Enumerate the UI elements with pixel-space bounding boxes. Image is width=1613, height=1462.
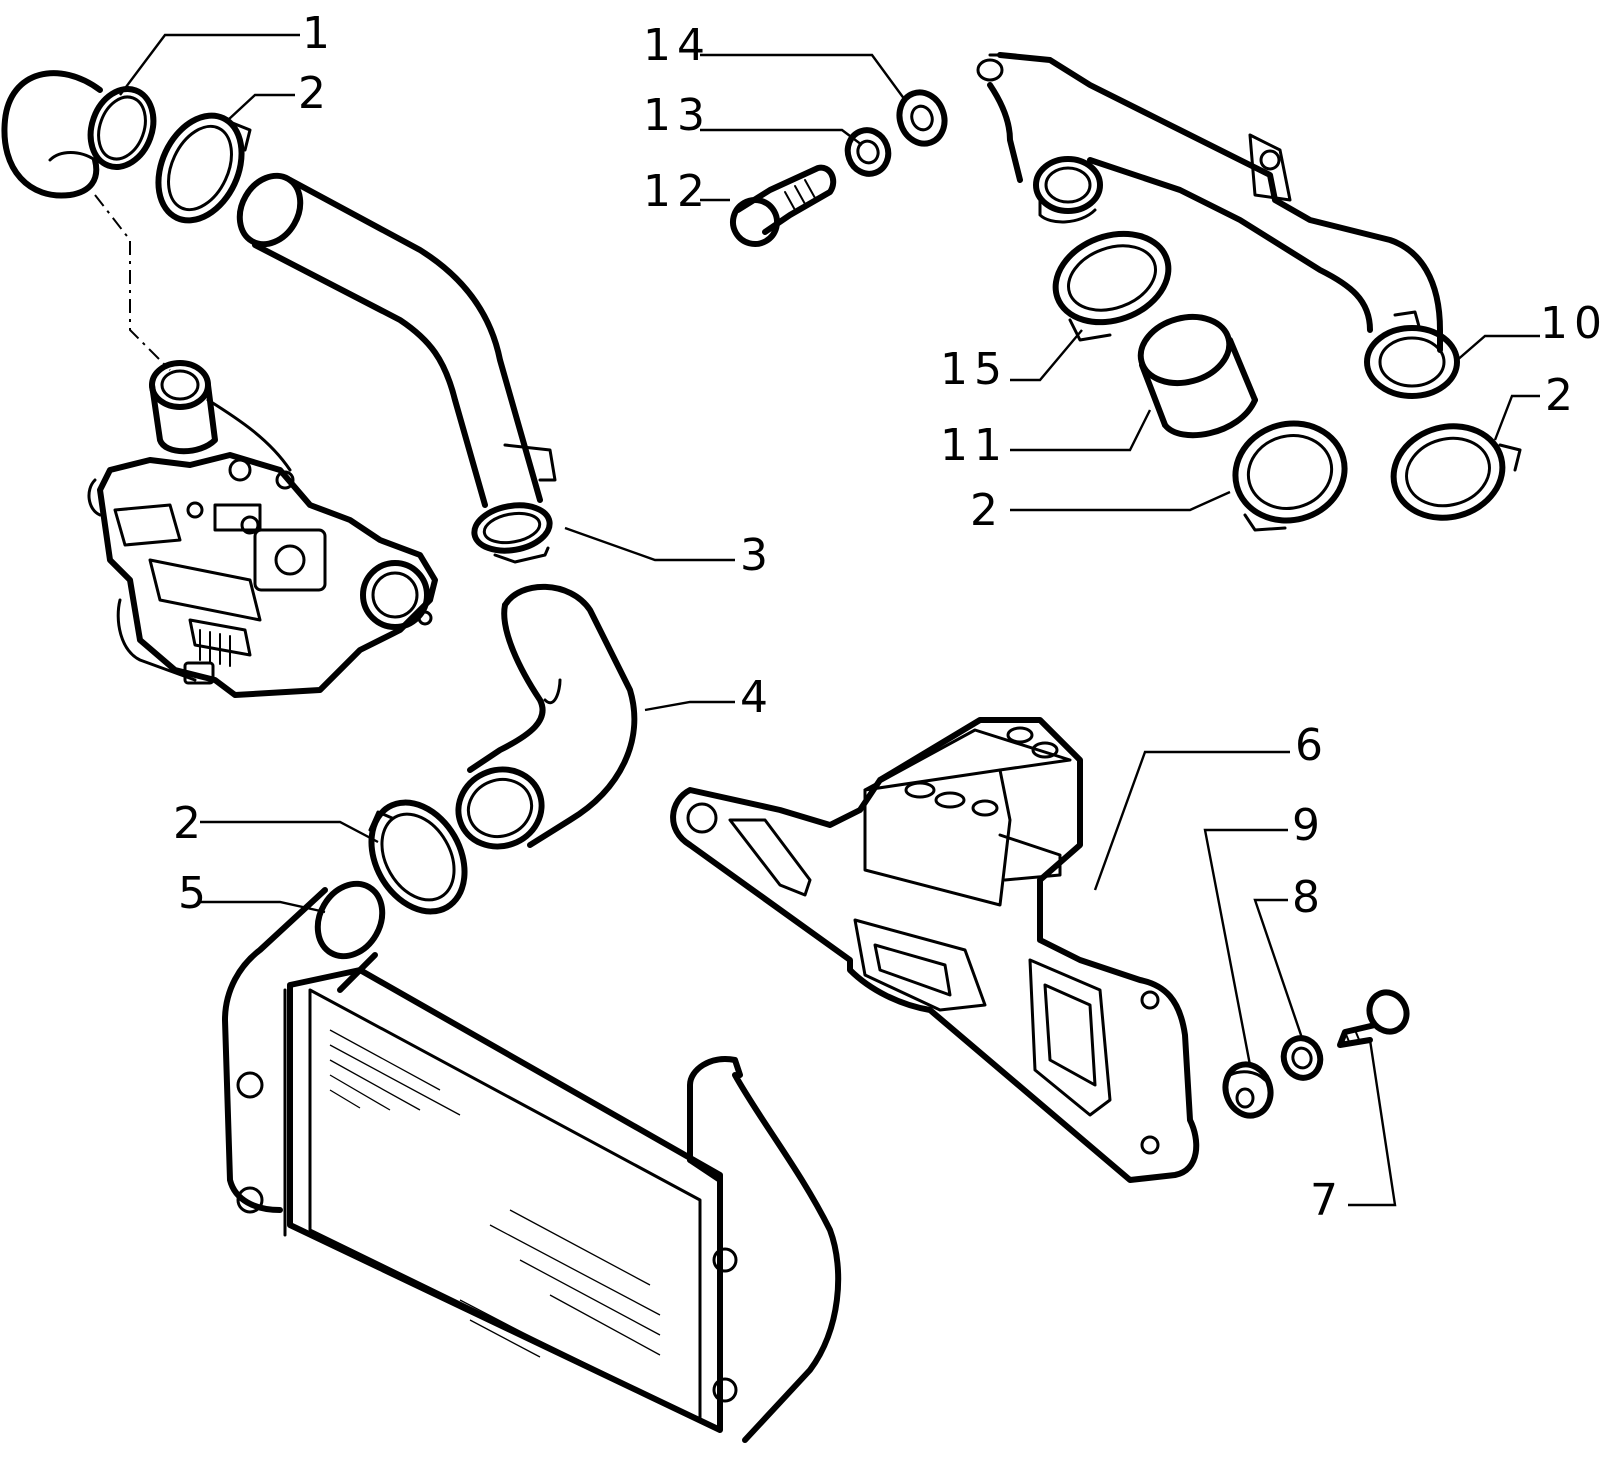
part-turbocharger [87,360,438,698]
part-nut-13 [844,127,892,177]
callout-3: 3 [740,530,774,581]
callout-13: 13 [643,90,711,141]
part-sleeve-11 [1137,313,1258,439]
part-rigid-pipe [236,172,557,564]
part-bolt-12 [730,164,837,247]
part-hose-clamp-right [1390,423,1522,521]
callout-2-mid-right: 2 [970,485,1004,536]
part-outlet-pipe [976,52,1460,399]
leader-lines [119,33,1540,1207]
callout-2-right: 2 [1545,370,1579,421]
part-elbow-hose [1,70,157,199]
part-curved-hose [455,583,638,850]
callout-12: 12 [643,166,711,217]
part-hose-clamp-top [155,112,252,224]
callout-2-top-left: 2 [298,68,332,119]
part-hose-clamp-lower [368,799,468,915]
alignment-line-1 [94,194,171,371]
callout-1: 1 [302,8,336,59]
part-washer-14 [896,89,948,147]
callout-9: 9 [1292,800,1326,851]
callout-14: 14 [643,20,711,71]
part-intercooler [222,880,842,1443]
part-mounting-bracket [670,717,1200,1183]
callout-5: 5 [178,868,212,919]
callout-15: 15 [940,344,1008,395]
part-hose-clamp-15 [1052,230,1172,342]
part-bolt-7 [1337,989,1410,1048]
callout-7: 7 [1310,1175,1344,1226]
callout-6: 6 [1295,720,1329,771]
callout-labels: 1 2 2 2 2 3 4 5 6 7 8 9 10 11 12 13 14 1… [173,8,1608,1226]
part-grommet-9 [1222,1061,1274,1119]
callout-8: 8 [1292,872,1326,923]
callout-4: 4 [740,672,774,723]
callout-11: 11 [940,420,1008,471]
part-nut-8 [1280,1035,1324,1081]
callout-2-lower-left: 2 [173,798,207,849]
callout-10: 10 [1540,298,1608,349]
part-hose-clamp-mid-right [1232,420,1348,532]
